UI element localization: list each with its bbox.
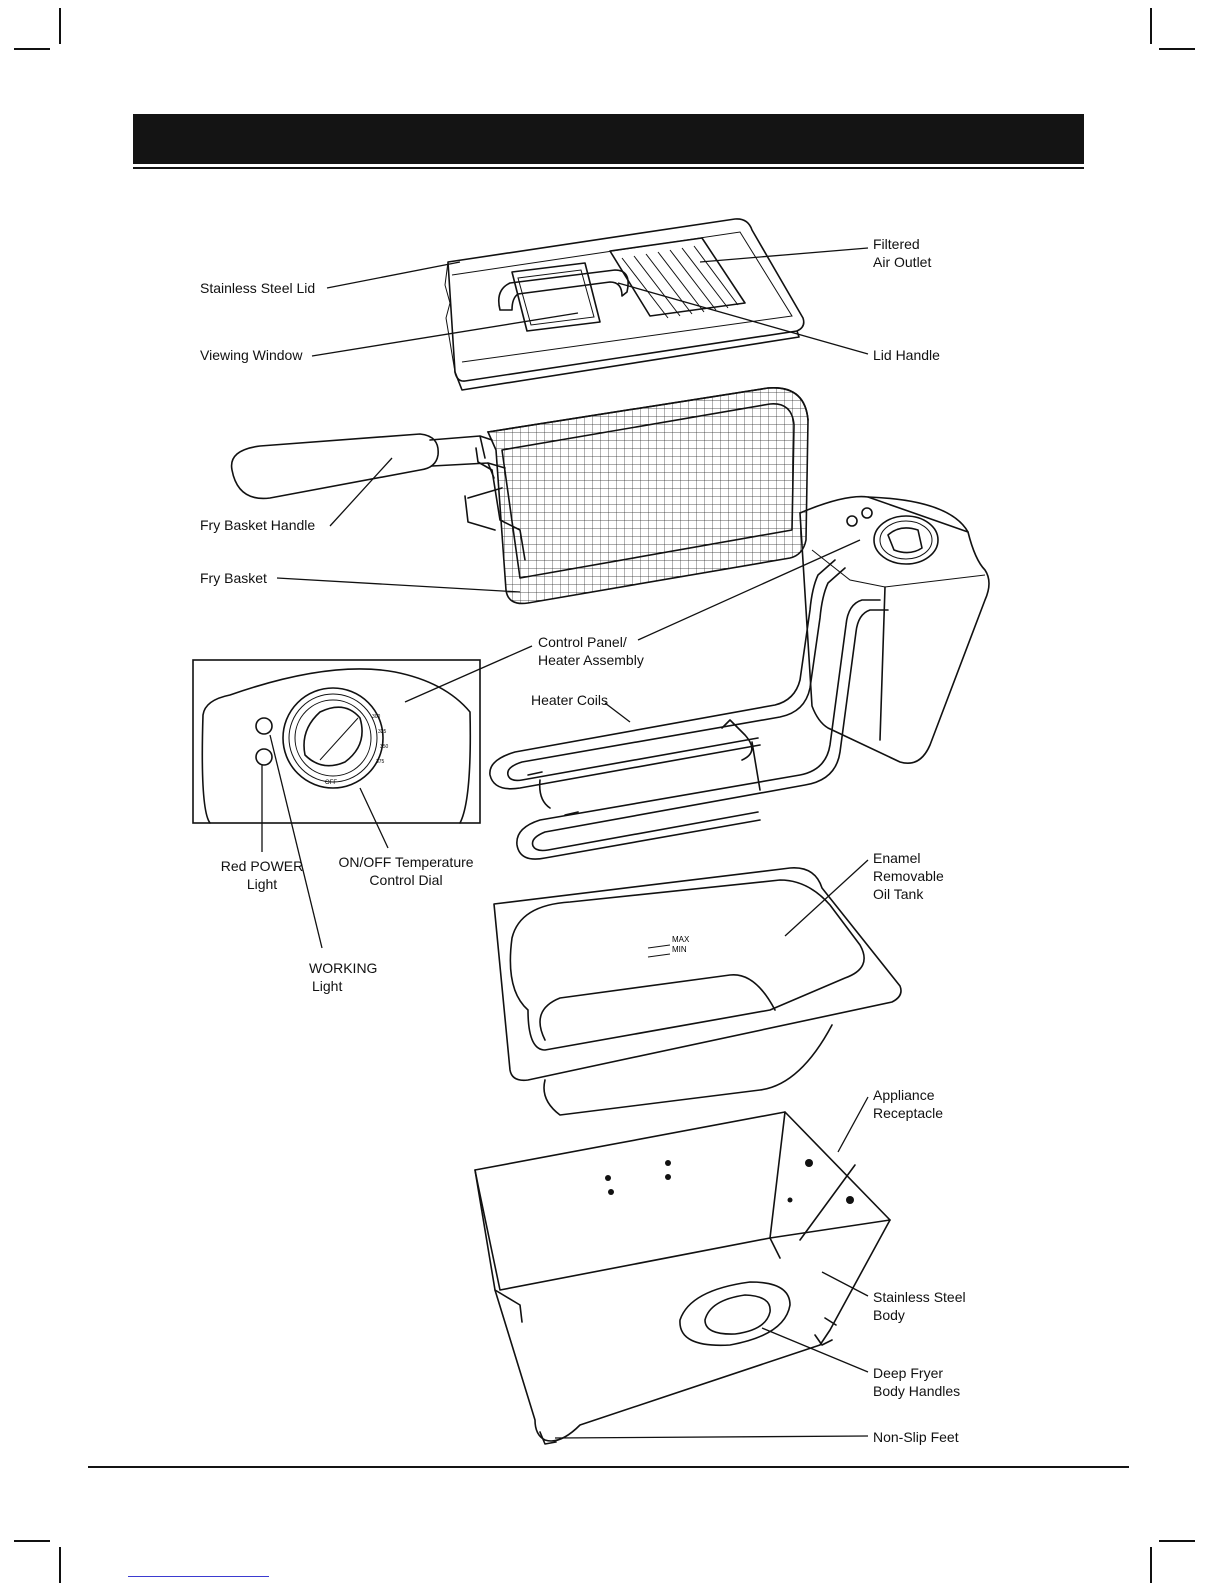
label-line: ON/OFF Temperature — [338, 854, 474, 870]
label-stainless-steel-lid: Stainless Steel Lid — [200, 280, 316, 296]
control-panel-inset — [192, 659, 481, 824]
label-stainless-steel-body: Stainless Steel Body — [873, 1288, 966, 1324]
enamel-oil-tank-illustration — [493, 867, 902, 1116]
label-fry-basket-handle: Fry Basket Handle — [200, 517, 316, 533]
label-heater-coils: Heater Coils — [531, 692, 609, 708]
tank-max-mark: MAX — [672, 935, 690, 944]
label-appliance-receptacle: Appliance Receptacle — [873, 1086, 943, 1122]
crop-mark-br-v — [1150, 1547, 1152, 1583]
label-line: Air Outlet — [873, 254, 932, 270]
label-fry-basket: Fry Basket — [200, 570, 267, 586]
control-panel-illustration — [799, 495, 990, 764]
lid-illustration — [444, 218, 805, 391]
label-filtered-air-outlet: Filtered Air Outlet — [873, 235, 931, 271]
label-line: Deep Fryer — [873, 1365, 944, 1381]
label-line: Heater Assembly — [538, 652, 644, 668]
label-non-slip-feet: Non-Slip Feet — [873, 1429, 959, 1445]
filtered-air-outlet-illustration — [609, 237, 746, 319]
dial-mark-off: OFF — [325, 780, 337, 786]
crop-mark-bl-h — [14, 1540, 50, 1542]
heater-coils-illustration — [489, 559, 889, 860]
label-line: Control Dial — [369, 872, 443, 888]
crop-mark-tr-v — [1150, 8, 1152, 44]
label-line: Oil Tank — [873, 886, 924, 902]
dial-mark-325: 325 — [378, 729, 387, 735]
viewing-window-illustration — [511, 262, 601, 332]
label-lid-handle: Lid Handle — [873, 347, 940, 363]
label-line: Receptacle — [873, 1105, 944, 1121]
label-on-off-dial: ON/OFF Temperature Control Dial — [336, 853, 476, 889]
footer-rule — [88, 1466, 1129, 1468]
label-line: Appliance — [873, 1087, 935, 1103]
label-line: Filtered — [873, 236, 920, 252]
crop-mark-br-h — [1159, 1540, 1195, 1542]
label-red-power-light: Red POWER Light — [205, 857, 319, 893]
label-control-panel: Control Panel/ Heater Assembly — [538, 633, 644, 669]
header-bar — [133, 114, 1084, 164]
crop-mark-tr-h — [1159, 48, 1195, 50]
dial-mark-300: 300 — [372, 714, 381, 720]
label-working-light: WORKING Light — [309, 959, 377, 995]
tank-min-mark: MIN — [672, 945, 687, 954]
label-line: Control Panel/ — [538, 634, 627, 650]
header-rule — [133, 167, 1084, 169]
crop-mark-tl-v — [59, 8, 61, 44]
label-viewing-window: Viewing Window — [200, 347, 303, 363]
dial-mark-350: 350 — [380, 744, 389, 750]
label-line: Removable — [873, 868, 944, 884]
label-line: Stainless Steel — [873, 1289, 966, 1305]
footer-link-underline[interactable] — [128, 1576, 269, 1577]
label-line: Red POWER — [220, 858, 304, 874]
crop-mark-tl-h — [14, 48, 50, 50]
crop-mark-bl-v — [59, 1547, 61, 1583]
label-line: Body — [873, 1307, 905, 1323]
fry-basket-handle-illustration — [230, 433, 439, 500]
fry-basket-illustration — [230, 387, 809, 605]
label-line: Enamel — [873, 850, 921, 866]
label-line: Body Handles — [873, 1383, 961, 1399]
label-line: Light — [312, 978, 343, 994]
lid-handle-illustration — [497, 269, 629, 311]
dial-mark-375: 375 — [376, 759, 385, 765]
label-enamel-oil-tank: Enamel Removable Oil Tank — [873, 849, 944, 903]
leader-lines — [261, 247, 869, 1439]
label-line: WORKING — [309, 960, 378, 976]
stainless-steel-body-illustration — [474, 1111, 891, 1445]
label-line: Light — [246, 876, 278, 892]
label-deep-fryer-handles: Deep Fryer Body Handles — [873, 1364, 960, 1400]
